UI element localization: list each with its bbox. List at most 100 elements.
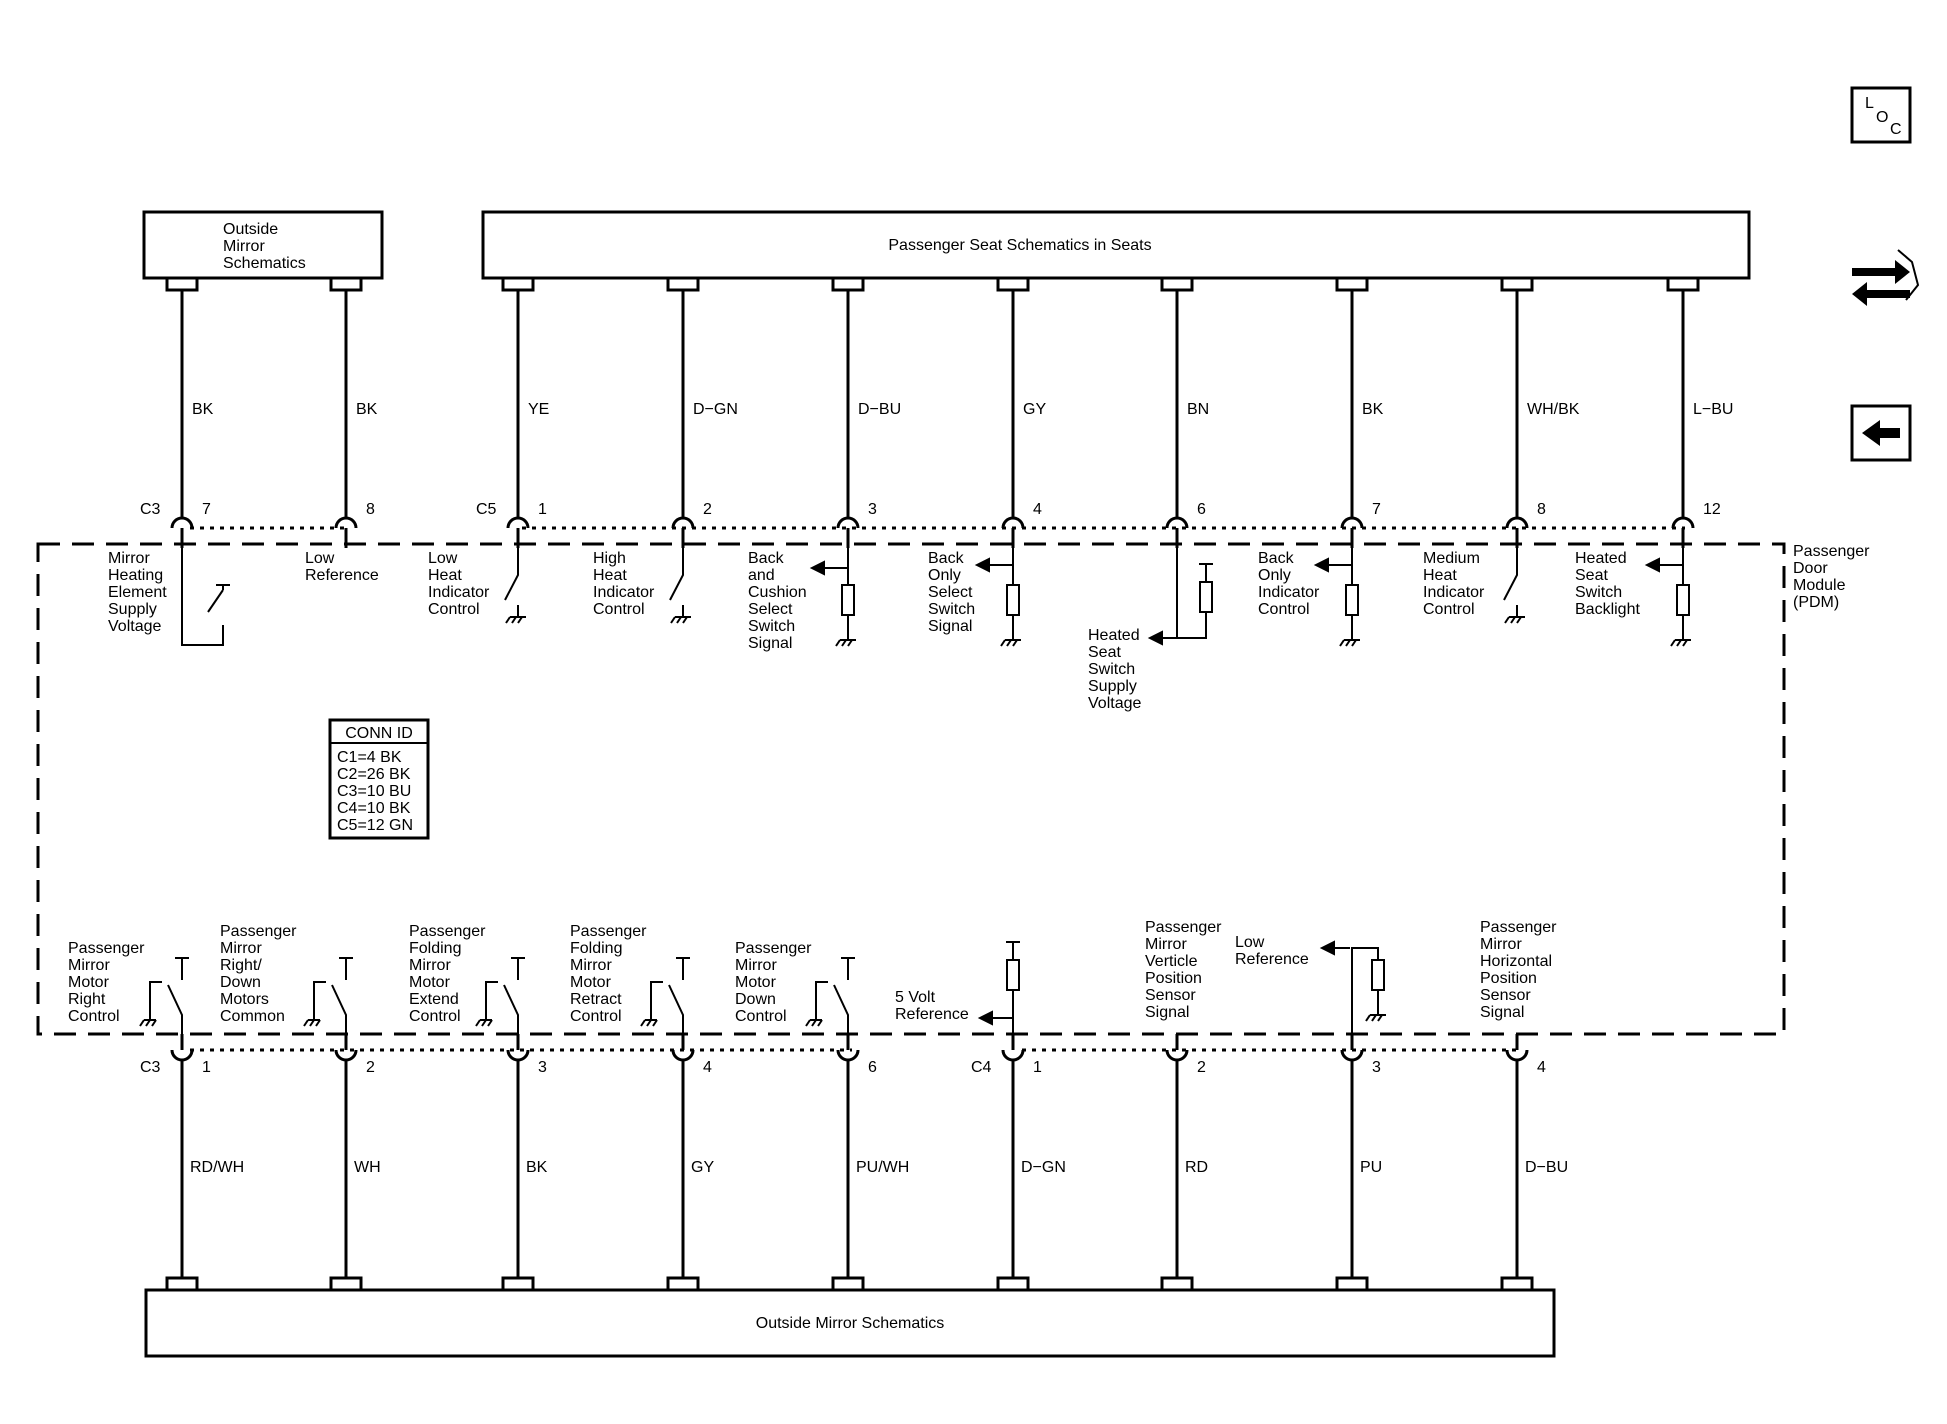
wrench-arrows-icon[interactable] (1852, 249, 1920, 306)
outside-mirror-schematics-top-box[interactable]: Outside Mirror Schematics (142, 210, 384, 280)
circuit-description: Control (1423, 601, 1475, 618)
connector-bracket (1500, 278, 1534, 292)
pin-terminal (170, 1049, 194, 1062)
svg-text:Door: Door (1793, 560, 1828, 577)
circuit-description: Heat (1423, 567, 1457, 584)
wire-color-label: RD/WH (190, 1159, 244, 1176)
wire-color-label: WH/BK (1527, 401, 1580, 418)
pin-number: 6 (868, 1059, 877, 1076)
circuit-description: Passenger (735, 940, 812, 957)
connector-bracket (501, 1276, 535, 1290)
connector-bracket (831, 278, 865, 292)
back-arrow-icon[interactable] (1850, 404, 1912, 462)
circuit-description: Right (68, 991, 106, 1008)
connector-bracket (1500, 1276, 1534, 1290)
circuit-description: Reference (1235, 951, 1309, 968)
circuit-description: Right/ (220, 957, 262, 974)
circuit-description: Heating (108, 567, 163, 584)
pin-terminal (170, 516, 194, 529)
conn-id-line: C2=26 BK (337, 766, 411, 783)
circuit-description: Verticle (1145, 953, 1198, 970)
circuit-description: Only (1258, 567, 1291, 584)
circuit-description: Seat (1575, 567, 1608, 584)
pdm-module-label: Passenger Door Module (PDM) (1793, 543, 1870, 611)
pin-number: 4 (1033, 501, 1042, 518)
circuit-description: Folding (409, 940, 461, 957)
outside-mirror-schematics-bottom-box[interactable]: Outside Mirror Schematics (144, 1288, 1556, 1358)
circuit-description: Seat (1088, 644, 1121, 661)
circuit-description: Motors (220, 991, 269, 1008)
circuit-description: Voltage (1088, 695, 1141, 712)
passenger-seat-schematics-box[interactable]: Passenger Seat Schematics in Seats (481, 210, 1751, 280)
wire-color-label: BK (356, 401, 378, 418)
pin-number: 2 (1197, 1059, 1206, 1076)
bottom-circuit[interactable]: GY4PassengerFoldingMirrorMotorRetractCon… (570, 923, 714, 1290)
circuit-description: Motor (68, 974, 110, 991)
conn-id-line: C5=12 GN (337, 817, 413, 834)
bottom-circuit[interactable]: D−BU4PassengerMirrorHorizontalPositionSe… (1480, 919, 1568, 1290)
connector-id: C3 (140, 1059, 161, 1076)
circuit-description: Switch (928, 601, 975, 618)
circuit-description: Low (1235, 934, 1265, 951)
circuit-description: Down (735, 991, 776, 1008)
pin-number: 2 (366, 1059, 375, 1076)
circuit-description: Control (593, 601, 645, 618)
loc-icon[interactable]: L O C (1850, 86, 1912, 144)
passenger-seat-box-label: Passenger Seat Schematics in Seats (888, 237, 1151, 254)
circuit-description: Backlight (1575, 601, 1640, 618)
circuit-description: Reference (895, 1006, 969, 1023)
wire-color-label: YE (528, 401, 549, 418)
pin-number: 1 (202, 1059, 211, 1076)
pin-number: 4 (703, 1059, 712, 1076)
pin-number: 1 (538, 501, 547, 518)
circuit-description: Heated (1575, 550, 1627, 567)
wire-color-label: GY (1023, 401, 1046, 418)
bottom-circuit[interactable]: RD2PassengerMirrorVerticlePositionSensor… (1145, 919, 1222, 1290)
circuit-description: Signal (748, 635, 792, 652)
circuit-description: Element (108, 584, 167, 601)
wire-color-label: D−GN (1021, 1159, 1066, 1176)
circuit-description: Switch (748, 618, 795, 635)
bottom-circuit[interactable]: BK3PassengerFoldingMirrorMotorExtendCont… (409, 923, 548, 1290)
outside-mirror-bottom-label: Outside Mirror Schematics (756, 1315, 945, 1332)
pin-number: 6 (1197, 501, 1206, 518)
connector-id: C5 (476, 501, 497, 518)
outside-mirror-top-line2: Mirror (223, 238, 265, 255)
conn-id-line: C1=4 BK (337, 749, 402, 766)
circuit-description: Select (748, 601, 793, 618)
circuit-description: Passenger (1480, 919, 1557, 936)
wire-color-label: D−BU (858, 401, 901, 418)
connector-bracket (329, 278, 363, 292)
pin-terminal (1340, 516, 1364, 529)
connector-bracket (1160, 1276, 1194, 1290)
svg-text:C: C (1890, 121, 1902, 138)
wire-color-label: D−BU (1525, 1159, 1568, 1176)
pin-terminal (506, 516, 530, 529)
circuit-description: Switch (1088, 661, 1135, 678)
circuit-description: Motor (735, 974, 777, 991)
pin-number: 8 (1537, 501, 1546, 518)
pin-terminal (671, 516, 695, 529)
connector-bracket (831, 1276, 865, 1290)
connector-bracket (666, 1276, 700, 1290)
wire-color-label: GY (691, 1159, 714, 1176)
circuit-description: Control (428, 601, 480, 618)
circuit-description: Horizontal (1480, 953, 1552, 970)
circuit-description: Mirror (1480, 936, 1522, 953)
